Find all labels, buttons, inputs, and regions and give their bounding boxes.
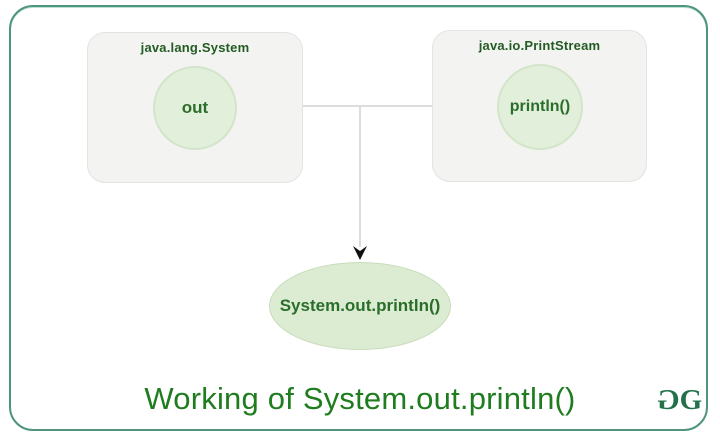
geeksforgeeks-logo-icon: GG bbox=[660, 384, 710, 416]
field-node-out: out bbox=[153, 66, 237, 150]
diagram-caption: Working of System.out.println() bbox=[144, 381, 576, 416]
result-node: System.out.println() bbox=[269, 262, 451, 350]
geeksforgeeks-logo-g2: G bbox=[679, 384, 702, 416]
class-box-printstream: java.io.PrintStream println() bbox=[432, 30, 647, 182]
geeksforgeeks-logo-g1: G bbox=[660, 384, 680, 416]
class-box-system: java.lang.System out bbox=[87, 32, 303, 183]
field-node-out-label: out bbox=[181, 98, 209, 117]
connector-vertical bbox=[359, 106, 361, 247]
connector-horizontal bbox=[303, 105, 432, 107]
class-box-printstream-title: java.io.PrintStream bbox=[478, 38, 601, 53]
arrow-down-icon bbox=[353, 246, 367, 260]
method-node-println: println() bbox=[497, 64, 583, 150]
method-node-println-label: println() bbox=[509, 98, 571, 115]
result-node-label: System.out.println() bbox=[279, 296, 441, 315]
class-box-system-title: java.lang.System bbox=[140, 40, 250, 55]
